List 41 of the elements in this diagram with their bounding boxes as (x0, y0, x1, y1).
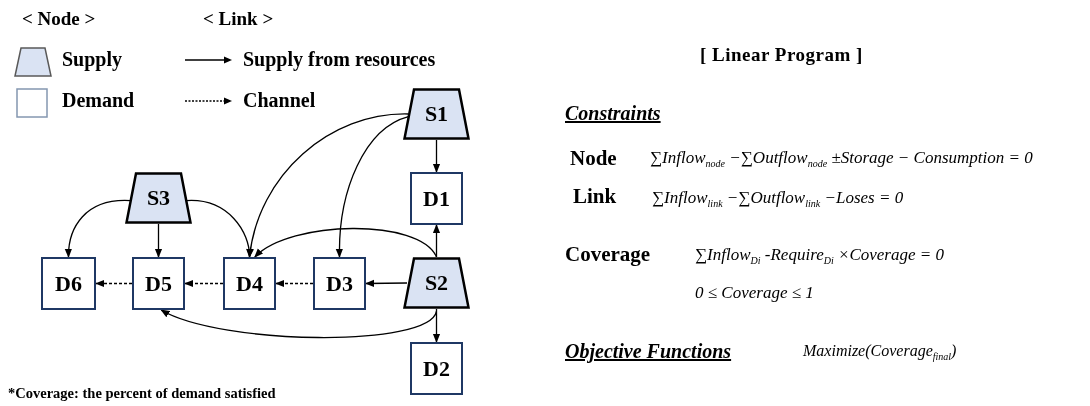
arrow (65, 199, 131, 258)
demand-box: D5 (132, 257, 185, 310)
dashed-arrow (275, 279, 314, 288)
dashed-arrow (184, 279, 224, 288)
equation: Maximize(Coverage$_{final}$) (803, 342, 957, 363)
legend-text: Supply (62, 48, 123, 71)
legend-text: Demand (62, 89, 135, 112)
arrow (365, 279, 408, 288)
legend-text: Channel (243, 89, 316, 112)
equation: ∑Inflow$_{node}$ −∑Outflow$_{node}$ ±Storage − Consumption = 0 (650, 148, 1033, 170)
supply-trapezoid: S2 (403, 257, 470, 309)
section-heading: Objective Functions (565, 340, 732, 363)
legend-text: Supply from resources (243, 48, 436, 71)
demand-box: D3 (313, 257, 366, 310)
demand-box: D1 (410, 172, 463, 225)
demand-box: D4 (223, 257, 276, 310)
arrow (432, 224, 441, 258)
row-label: Link (573, 184, 617, 209)
supply-trapezoid: S3 (125, 172, 192, 224)
arrow (335, 115, 409, 258)
equation: 0 ≤ Coverage ≤ 1 (695, 283, 814, 303)
arrow (247, 113, 409, 258)
arrow (432, 139, 441, 173)
arrow (186, 199, 253, 258)
row-label: Node (570, 146, 617, 171)
supply-trapezoid: S1 (403, 88, 470, 140)
legend-heading: < Link > (203, 8, 274, 30)
demand-box: D2 (410, 342, 463, 395)
footnote: *Coverage: the percent of demand satisfied (8, 385, 276, 402)
section-heading: Constraints (565, 102, 661, 125)
arrow (154, 223, 163, 258)
row-label: Coverage (565, 242, 651, 267)
arrow (160, 309, 438, 339)
legend-heading: < Node > (22, 8, 96, 30)
demand-box: D6 (41, 257, 96, 310)
section-heading: [ Linear Program ] (700, 44, 863, 66)
equation: ∑Inflow$_{Di}$ -Require$_{Di}$ ×Coverage = 0 (695, 245, 944, 267)
equation: ∑Inflow$_{link}$ −∑Outflow$_{link}$ −Loses = 0 (652, 188, 904, 210)
arrow (254, 227, 438, 258)
arrow (432, 308, 441, 343)
dashed-arrow (95, 279, 133, 288)
